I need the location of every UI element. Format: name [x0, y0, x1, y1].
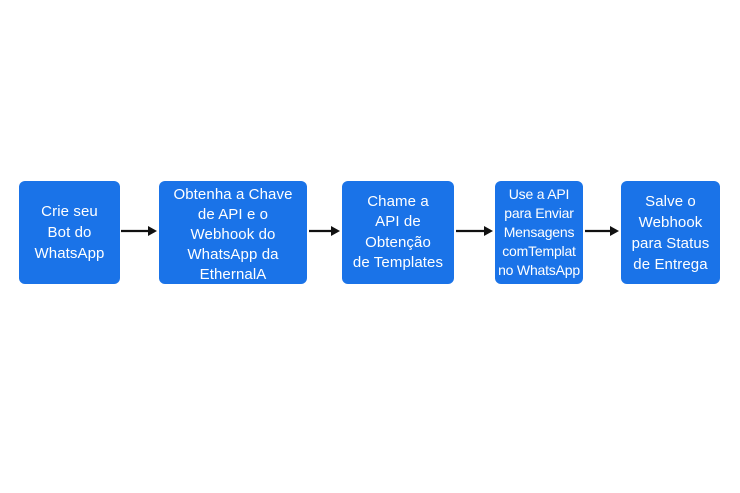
- arrow-1-to-2: [121, 226, 157, 236]
- arrow-4-to-5: [585, 226, 619, 236]
- arrow-2-to-3: [309, 226, 340, 236]
- step-5-save-webhook: Salve o Webhook para Status de Entrega: [621, 181, 720, 284]
- step-4-label: Use a API para Enviar Mensagens comTempl…: [498, 186, 580, 278]
- step-5-label: Salve o Webhook para Status de Entrega: [631, 192, 710, 273]
- step-4-send-template-messages: Use a API para Enviar Mensagens comTempl…: [495, 181, 583, 284]
- arrow-3-to-4: [456, 226, 493, 236]
- step-1-label: Crie seu Bot do WhatsApp: [34, 203, 105, 262]
- step-2-get-api-key: Obtenha a Chave de API e o Webhook do Wh…: [159, 181, 307, 284]
- step-3-call-templates-api: Chame a API de Obtenção de Templates: [342, 181, 454, 284]
- step-2-label: Obtenha a Chave de API e o Webhook do Wh…: [173, 186, 293, 283]
- step-3-label: Chame a API de Obtenção de Templates: [352, 192, 444, 272]
- step-1-create-bot: Crie seu Bot do WhatsApp: [19, 181, 120, 284]
